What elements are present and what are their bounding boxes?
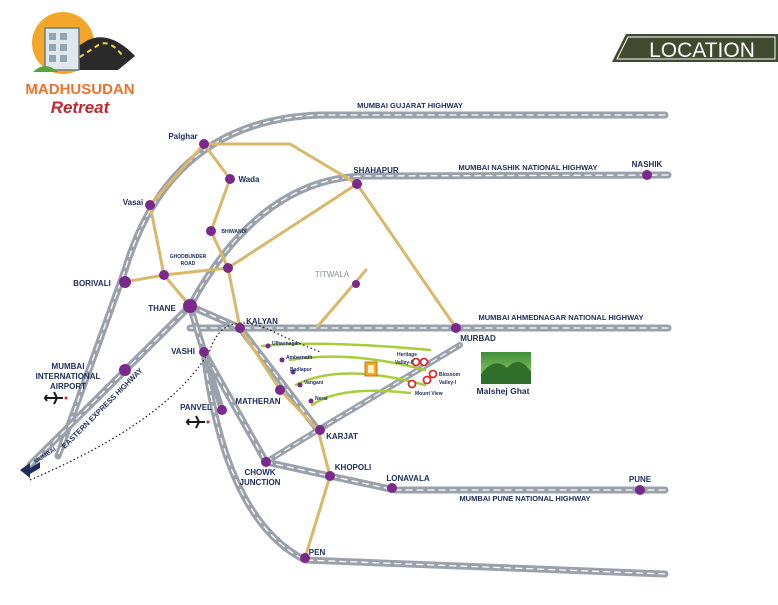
place-murbad: MURBAD xyxy=(460,334,496,343)
highway-label-pune: MUMBAI PUNE NATIONAL HIGHWAY xyxy=(459,494,590,503)
place-airport-1: MUMBAI xyxy=(52,362,85,371)
mountain-icon xyxy=(481,352,531,384)
place-panvel: PANVEL xyxy=(180,403,212,412)
place-borivali: BORIVALI xyxy=(73,279,111,288)
station-badlapur: Badlapur xyxy=(290,367,312,373)
place-wada: Wada xyxy=(238,175,260,184)
place-matheran: MATHERAN xyxy=(235,397,280,406)
place-ghodbunder: GHODBUNDER xyxy=(170,254,207,260)
place-vashi: VASHI xyxy=(171,347,195,356)
place-kalyan: KALYAN xyxy=(246,317,278,326)
place-malshej-ghat: Malshej Ghat xyxy=(477,386,530,396)
highway-label-nashik: MUMBAI NASHIK NATIONAL HIGHWAY xyxy=(458,163,597,172)
place-bhiwandi: BHIWANDI xyxy=(221,229,247,235)
place-ghodbunder-road: ROAD xyxy=(181,261,196,267)
place-thane: THANE xyxy=(148,304,176,313)
highway-label-gujarat: MUMBAI GUJARAT HIGHWAY xyxy=(357,101,463,110)
place-pune: PUNE xyxy=(629,475,652,484)
place-karjat: KARJAT xyxy=(326,432,358,441)
brand-tagline: Retreat xyxy=(51,98,111,117)
place-vasai: Vasai xyxy=(123,198,143,207)
rail-line xyxy=(29,322,321,481)
place-khopoli: KHOPOLI xyxy=(335,463,371,472)
brand-name: MADHUSUDAN xyxy=(25,81,134,98)
project-blossom-valley: Valley-I xyxy=(439,380,457,386)
place-titwala: TITWALA xyxy=(315,270,350,279)
station-vangani: Vangani xyxy=(304,380,324,386)
section-badge: LOCATION xyxy=(612,34,778,62)
place-airport-3: AIRPORT xyxy=(50,382,86,391)
airplane-icon xyxy=(185,415,210,429)
road-logo-icon xyxy=(32,12,135,74)
place-palghar: Palghar xyxy=(168,132,197,141)
place-lonavala: LONAVALA xyxy=(386,474,429,483)
location-nodes xyxy=(119,139,652,563)
place-shahapur: SHAHAPUR xyxy=(353,166,399,175)
brand-logo: MADHUSUDAN Retreat xyxy=(25,12,135,117)
project-marker-icon xyxy=(364,361,378,377)
left-arrow-icon xyxy=(20,462,40,478)
project-area-roads xyxy=(260,342,432,407)
place-nashik: NASHIK xyxy=(632,160,663,169)
project-mount-view: Mount View xyxy=(415,391,443,397)
place-chowk: CHOWK xyxy=(244,468,275,477)
highway-label-ahmednagar: MUMBAI AHMEDNAGAR NATIONAL HIGHWAY xyxy=(479,313,644,322)
project-heritage-valley: Valley-II xyxy=(395,360,414,366)
airplane-icon xyxy=(43,391,68,405)
station-neral: Neral xyxy=(315,396,328,402)
project-heritage: Heritage xyxy=(397,352,417,358)
project-blossom: Blossom xyxy=(439,372,461,378)
section-title: LOCATION xyxy=(649,39,755,62)
place-airport-2: INTERNATIONAL xyxy=(36,372,101,381)
project-markers xyxy=(364,357,438,389)
place-chowk-junction: JUNCTION xyxy=(240,478,281,487)
station-ulhasnagar: Ulhasnagar xyxy=(272,341,299,347)
place-pen: PEN xyxy=(309,548,326,557)
station-ambernath: Ambernath xyxy=(286,355,312,361)
